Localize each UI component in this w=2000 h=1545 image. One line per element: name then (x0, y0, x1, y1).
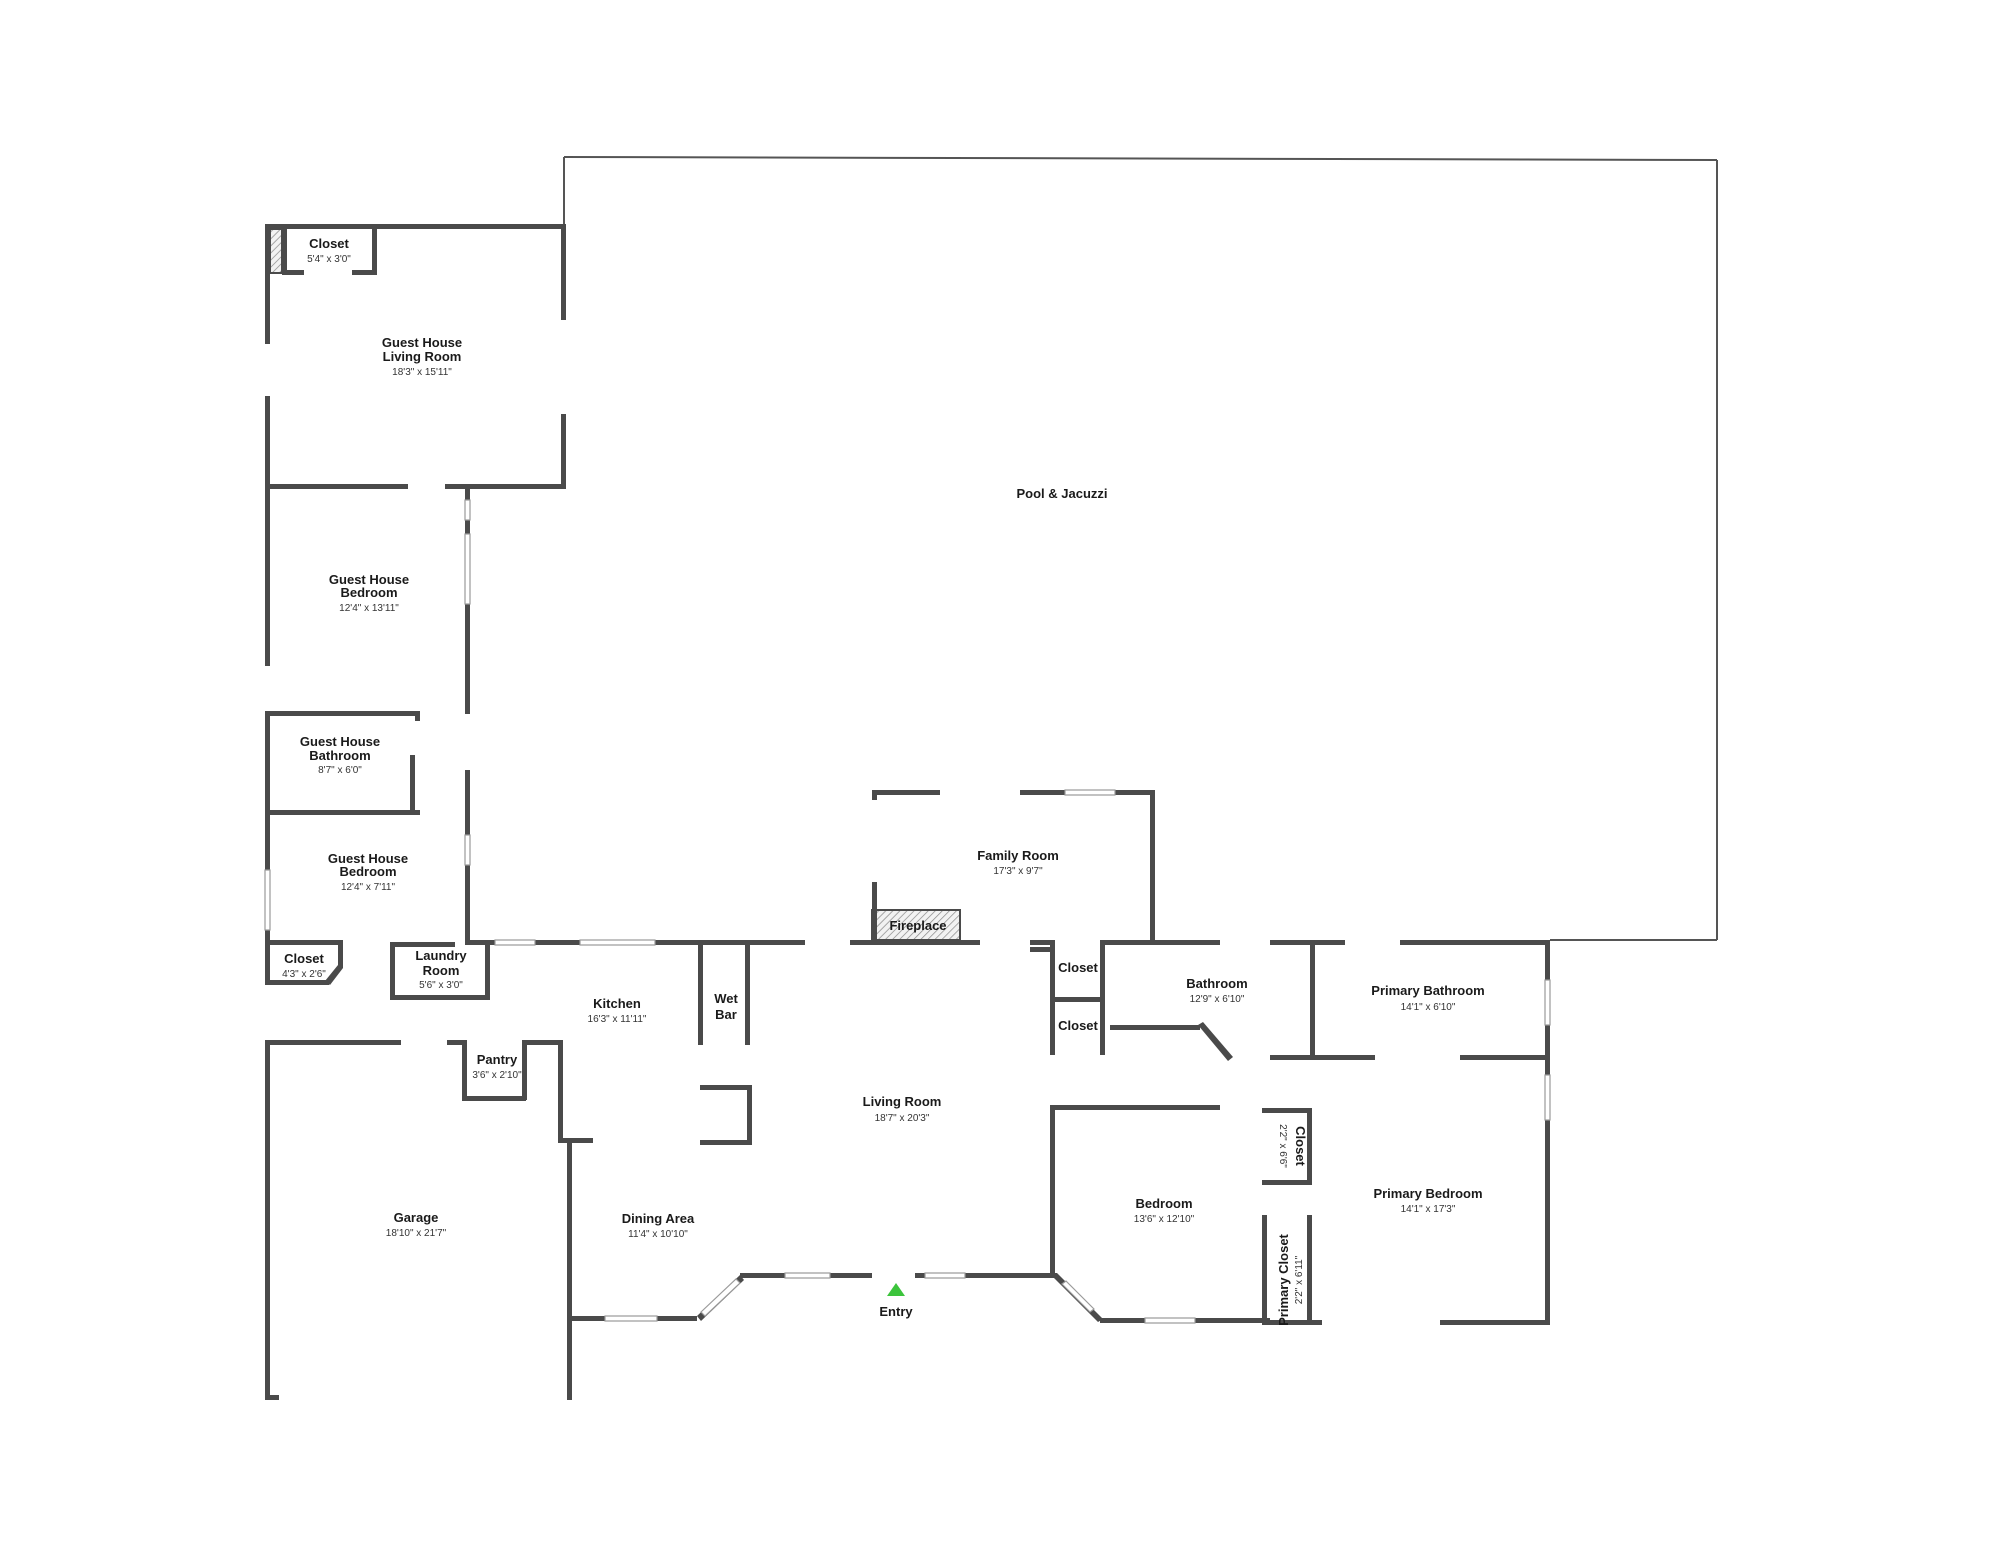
label-primary-closet: Primary Closet (1276, 1233, 1291, 1325)
label-wetbar-1: Wet (714, 991, 738, 1006)
label-laundry-2: Room (423, 963, 460, 978)
guest-house-walls (264, 224, 566, 985)
dim-primary-closet: 2'2" x 6'11" (1294, 1255, 1305, 1304)
label-gh-living-1: Guest House (382, 335, 462, 350)
label-gh-living-2: Living Room (383, 349, 462, 364)
label-bedroom: Bedroom (1135, 1196, 1192, 1211)
label-wetbar-2: Bar (715, 1007, 737, 1022)
label-gh-closet: Closet (309, 236, 349, 251)
label-gh-bedroom2-1: Guest House (328, 851, 408, 866)
label-gh-bathroom-2: Bathroom (309, 748, 370, 763)
primary-closet-label-group: Primary Closet 2'2" x 6'11" (1276, 1233, 1305, 1325)
label-gh-bedroom1-2: Bedroom (340, 585, 397, 600)
dim-dining: 11'4" x 10'10" (628, 1229, 688, 1240)
label-fireplace: Fireplace (889, 918, 946, 933)
pool-outline (563, 156, 1718, 941)
label-gh-bathroom-1: Guest House (300, 734, 380, 749)
label-entry: Entry (879, 1304, 913, 1319)
room-labels: Closet 5'4" x 3'0" Guest House Living Ro… (282, 236, 1485, 1326)
dim-closet-sm: 4'3" x 2'6" (282, 969, 326, 980)
label-primary-bath: Primary Bathroom (1371, 983, 1484, 998)
label-closet-a: Closet (1058, 960, 1098, 975)
dim-gh-bathroom: 8'7" x 6'0" (318, 765, 362, 776)
label-primary-bed: Primary Bedroom (1373, 1186, 1482, 1201)
closet-v-label-group: Closet 2'2" x 6'6" (1277, 1124, 1308, 1168)
label-garage: Garage (394, 1210, 439, 1225)
south-walls (572, 1272, 1270, 1324)
entry-triangle-icon (887, 1283, 905, 1296)
label-pool: Pool & Jacuzzi (1016, 486, 1107, 501)
label-family: Family Room (977, 848, 1059, 863)
garage-walls (265, 1040, 752, 1400)
dim-kitchen: 16'3" x 11'11" (588, 1014, 647, 1025)
dim-bathroom: 12'9" x 6'10" (1190, 994, 1245, 1005)
dim-garage: 18'10" x 21'7" (386, 1228, 447, 1239)
dim-gh-living: 18'3" x 15'11" (392, 367, 452, 378)
dim-primary-bed: 14'1" x 17'3" (1401, 1204, 1456, 1215)
label-closet-b: Closet (1058, 1018, 1098, 1033)
dim-laundry: 5'6" x 3'0" (419, 980, 463, 991)
dim-gh-bedroom2: 12'4" x 7'11" (341, 882, 396, 893)
dim-family: 17'3" x 9'7" (993, 866, 1043, 877)
label-laundry-1: Laundry (415, 948, 467, 963)
dim-primary-bath: 14'1" x 6'10" (1401, 1002, 1456, 1013)
label-bathroom: Bathroom (1186, 976, 1247, 991)
dim-bedroom: 13'6" x 12'10" (1134, 1214, 1195, 1225)
east-wing-walls (1030, 940, 1551, 1325)
dim-pantry: 3'6" x 2'10" (472, 1070, 522, 1081)
label-closet-sm: Closet (284, 951, 324, 966)
label-pantry: Pantry (477, 1052, 518, 1067)
label-dining: Dining Area (622, 1211, 695, 1226)
label-kitchen: Kitchen (593, 996, 641, 1011)
dim-gh-bedroom1: 12'4" x 13'11" (339, 603, 399, 614)
label-living: Living Room (863, 1094, 942, 1109)
label-closet-v: Closet (1293, 1126, 1308, 1166)
dim-closet-v: 2'2" x 6'6" (1277, 1124, 1288, 1168)
dim-gh-closet: 5'4" x 3'0" (307, 254, 351, 265)
main-walls (390, 789, 1220, 1045)
label-gh-bedroom2-2: Bedroom (339, 864, 396, 879)
dim-living: 18'7" x 20'3" (875, 1113, 930, 1124)
label-gh-bedroom1-1: Guest House (329, 572, 409, 587)
